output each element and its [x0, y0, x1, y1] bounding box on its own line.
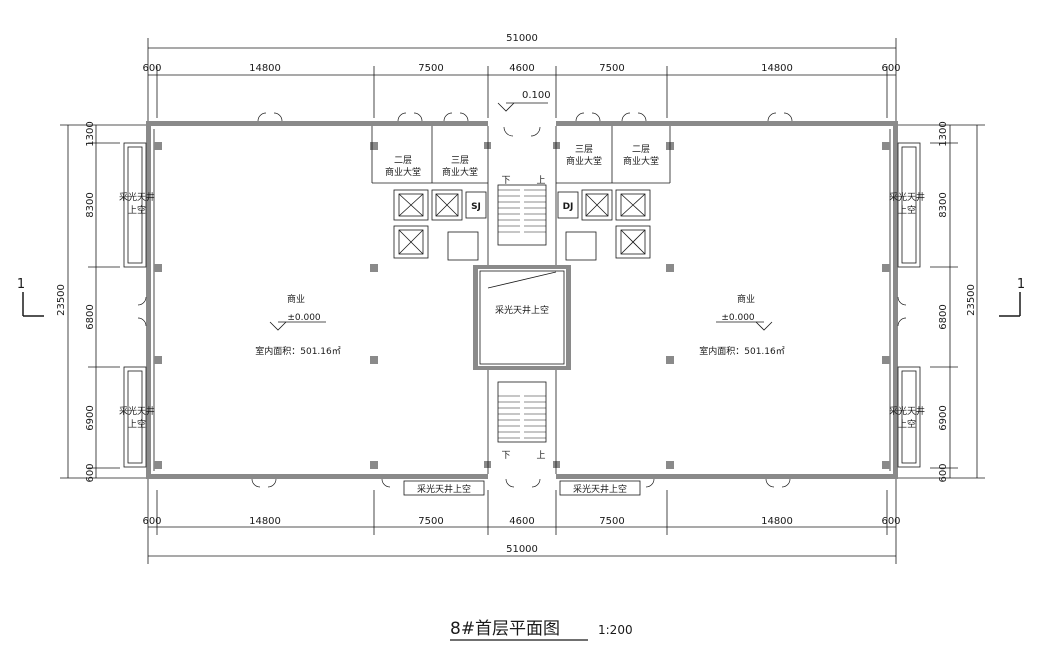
stair-bottom-up: 上	[536, 450, 545, 461]
skylight-right-top-l2: 上空	[898, 204, 916, 216]
lobby-3f-left-l1: 三层	[451, 155, 469, 166]
bottom-dim-2: 14800	[249, 516, 281, 527]
right-total-dim: 23500	[966, 284, 977, 316]
outer-walls	[146, 121, 898, 479]
side-skylights: 采光天井 上空 采光天井 上空 采光天井 上空 采光天井 上空	[119, 142, 925, 468]
skylight-left-top-l1: 采光天井	[119, 191, 155, 203]
shop-left: 商业 ±0.000 室内面积：501.16㎡	[255, 293, 341, 357]
shop-left-level: ±0.000	[287, 313, 321, 323]
lobby-3f-right-l2: 商业大堂	[566, 155, 602, 167]
skylight-right-top-l1: 采光天井	[889, 191, 925, 203]
shop-left-name: 商业	[287, 293, 305, 305]
top-dim-1: 600	[142, 63, 161, 74]
shop-right: 商业 ±0.000 室内面积：501.16㎡	[699, 293, 785, 357]
shop-right-name: 商业	[737, 293, 755, 305]
stair-bottom-down: 下	[501, 451, 510, 461]
lobby-2f-left-l1: 二层	[394, 155, 412, 166]
bottom-dimensions: 600 14800 7500 4600 7500 14800 600 51000	[142, 478, 901, 564]
title-scale: 1:200	[598, 623, 633, 637]
skylight-left-bottom-l1: 采光天井	[119, 405, 155, 417]
entry-elevation-label: 0.100	[522, 90, 551, 101]
left-dim-3: 6800	[85, 304, 96, 329]
bottom-dim-3: 7500	[418, 516, 443, 527]
top-dim-3: 7500	[418, 63, 443, 74]
top-dim-4: 4600	[509, 63, 534, 74]
skylight-bottom-left: 采光天井上空	[417, 483, 471, 495]
skylight-left-top-l2: 上空	[128, 204, 146, 216]
lobby-3f-right-l1: 三层	[575, 144, 593, 155]
atrium-center-label: 采光天井上空	[495, 304, 549, 316]
lobby-2f-right-l2: 商业大堂	[623, 155, 659, 167]
shop-right-level: ±0.000	[721, 313, 755, 323]
lobby-3f-left-l2: 商业大堂	[442, 166, 478, 178]
bottom-dim-1: 600	[142, 516, 161, 527]
left-dimensions: 23500 1300 8300 6800 6900 600 1	[17, 121, 148, 483]
top-dim-7: 600	[881, 63, 900, 74]
drawing-title: 8#首层平面图 1:200	[450, 619, 633, 641]
top-dim-5: 7500	[599, 63, 624, 74]
doors	[137, 112, 907, 488]
bottom-dim-7: 600	[881, 516, 900, 527]
bottom-dim-4: 4600	[509, 516, 534, 527]
section-mark-right: 1	[1017, 277, 1025, 292]
left-dim-2: 8300	[85, 192, 96, 217]
top-dimensions: 51000 600 14800 7500 4600 7500 14800 600	[142, 33, 901, 125]
left-total-dim: 23500	[56, 284, 67, 316]
top-total-dim: 51000	[506, 33, 538, 44]
right-dim-5: 600	[938, 463, 949, 482]
shop-left-area: 室内面积：501.16㎡	[255, 345, 341, 357]
skylight-left-bottom-l2: 上空	[128, 418, 146, 430]
entry-elevation: 0.100	[497, 90, 551, 112]
lobby-2f-left-l2: 商业大堂	[385, 166, 421, 178]
skylight-bottom-right: 采光天井上空	[573, 483, 627, 495]
skylight-right-bottom-l1: 采光天井	[889, 405, 925, 417]
left-dim-5: 600	[85, 463, 96, 482]
right-dim-2: 8300	[938, 192, 949, 217]
right-dim-4: 6900	[938, 405, 949, 430]
sj-label: SJ	[471, 202, 481, 212]
section-mark-left: 1	[17, 277, 25, 292]
top-dim-2: 14800	[249, 63, 281, 74]
stair-top-up: 上	[536, 175, 545, 186]
title-main: 8#首层平面图	[450, 619, 560, 639]
skylight-right-bottom-l2: 上空	[898, 418, 916, 430]
right-dim-1: 1300	[938, 121, 949, 146]
right-dim-3: 6800	[938, 304, 949, 329]
left-dim-4: 6900	[85, 405, 96, 430]
bottom-total-dim: 51000	[506, 544, 538, 555]
core: 二层 商业大堂 三层 商业大堂 三层 商业大堂 二层 商业大堂 SJ DJ	[371, 126, 671, 474]
left-dim-1: 1300	[85, 121, 96, 146]
dj-label: DJ	[563, 202, 574, 212]
bottom-skylights: 采光天井上空 采光天井上空	[403, 480, 641, 496]
right-dimensions: 23500 1300 8300 6800 6900 600 1	[896, 121, 1025, 483]
bottom-dim-5: 7500	[599, 516, 624, 527]
lobby-2f-right-l1: 二层	[632, 144, 650, 155]
columns	[154, 142, 890, 469]
bottom-dim-6: 14800	[761, 516, 793, 527]
shop-right-area: 室内面积：501.16㎡	[699, 345, 785, 357]
stair-top-down: 下	[501, 176, 510, 186]
top-dim-6: 14800	[761, 63, 793, 74]
